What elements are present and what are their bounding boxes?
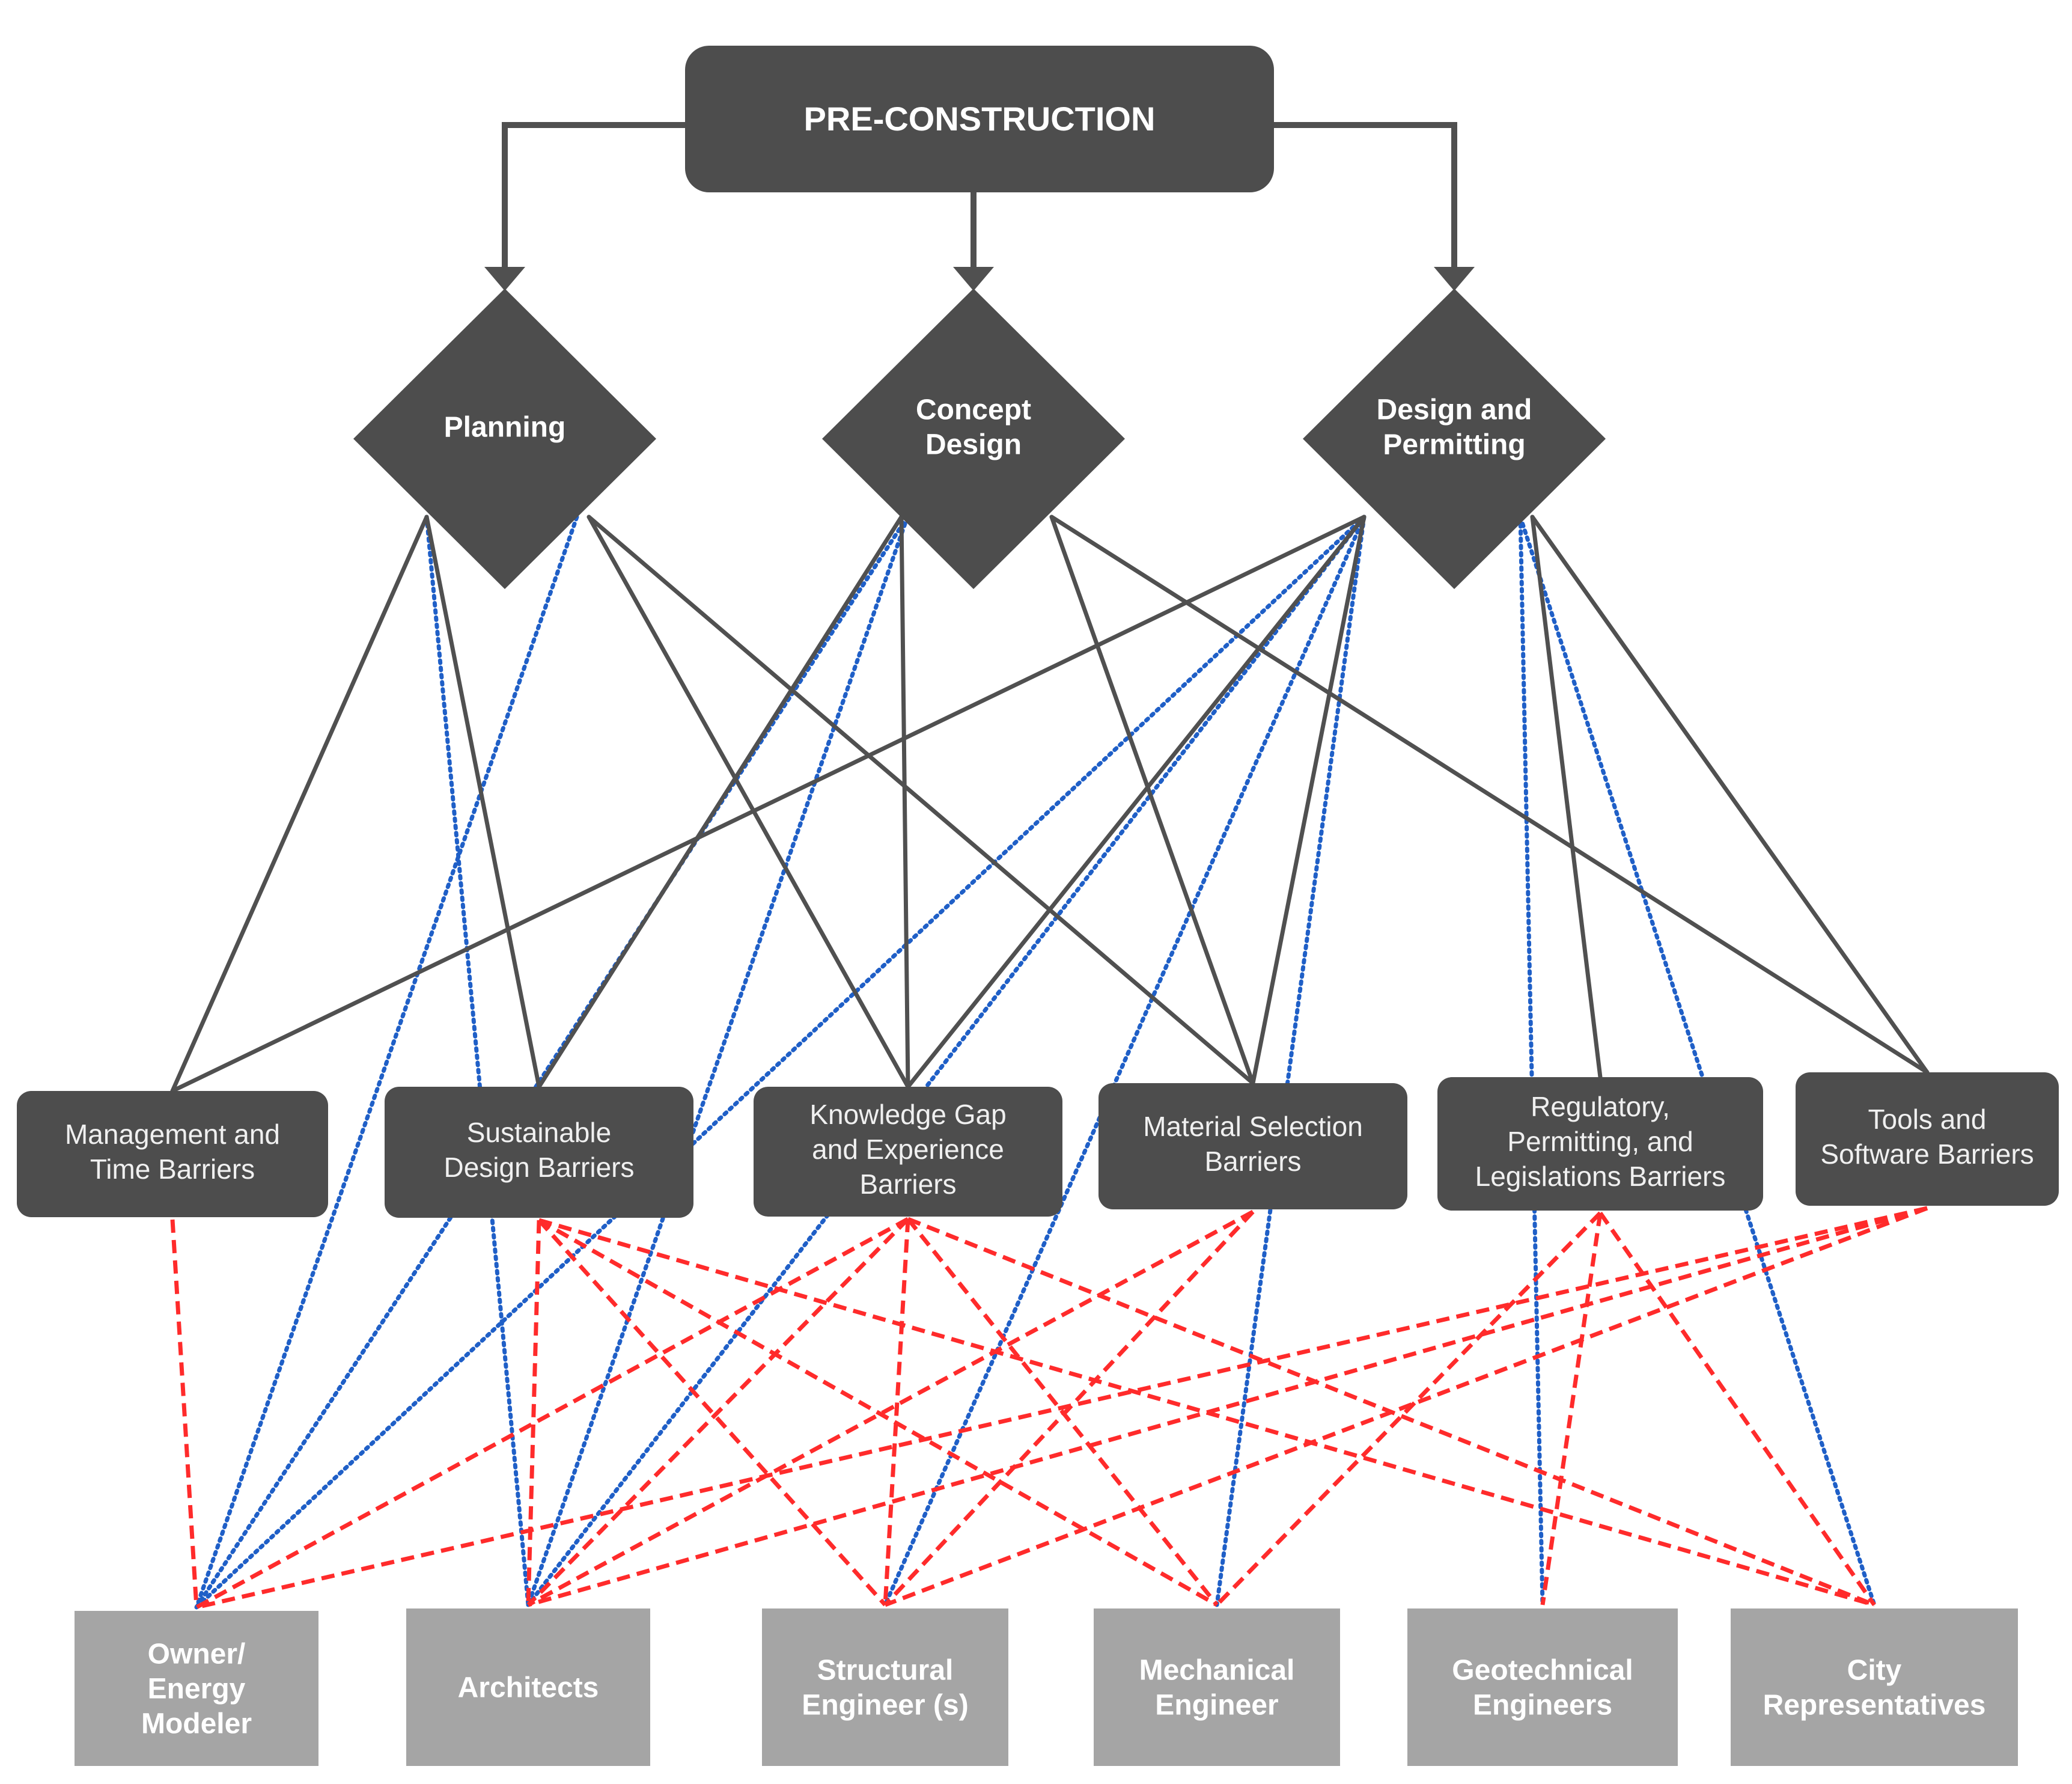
solid-link-design-know <box>906 515 1367 1089</box>
dashed-link-know-arch <box>526 1217 910 1607</box>
solid-link-planning-mgmt <box>170 515 429 1093</box>
dashed-link-tools-arch <box>528 1206 1928 1607</box>
dotted-link-design-arch <box>526 515 1367 1607</box>
dotted-link-planning-owner <box>194 515 579 1610</box>
dashed-link-mat-arch <box>527 1209 1254 1607</box>
dashed-link-sust-arch <box>526 1220 541 1605</box>
actor-node-arch: Architects <box>406 1608 650 1766</box>
pre-construction-label: PRE-CONSTRUCTION <box>804 100 1156 138</box>
actor-box-geo <box>1407 1608 1678 1766</box>
dashed-link-reg-city <box>1598 1211 1876 1607</box>
dotted-link-design-city <box>1518 515 1877 1607</box>
solid-link-concept-tools <box>1049 515 1930 1075</box>
dashed-link-sust-mech <box>538 1218 1218 1607</box>
dashed-link-tools-struct <box>884 1206 1928 1607</box>
barrier-box-tools <box>1796 1072 2059 1206</box>
dotted-link-design-geo <box>1518 515 1545 1607</box>
dashed-link-know-struct <box>883 1218 910 1605</box>
dashed-link-reg-geo <box>1540 1212 1603 1605</box>
actor-box-owner <box>75 1611 318 1766</box>
arrowhead-planning <box>484 267 525 291</box>
phase-diamond-concept <box>822 289 1125 589</box>
solid-link-planning-sust <box>424 515 541 1089</box>
actor-label-arch: Architects <box>458 1672 599 1704</box>
actor-box-struct <box>762 1608 1008 1766</box>
dashed-link-know-mech <box>906 1217 1219 1607</box>
dotted-link-concept-owner <box>194 515 910 1610</box>
dotted-link-concept-arch <box>526 515 910 1607</box>
dashed-link-layer <box>170 1206 1928 1610</box>
barrier-box-mat <box>1098 1083 1407 1209</box>
dotted-link-planning-arch <box>424 515 531 1607</box>
barrier-box-mgmt <box>17 1091 328 1217</box>
phase-diamond-design <box>1303 289 1606 589</box>
actor-box-arch <box>406 1608 650 1766</box>
barrier-box-reg <box>1437 1077 1763 1211</box>
phase-diamond-planning <box>353 289 656 589</box>
solid-link-layer <box>170 515 1930 1093</box>
actor-box-mech <box>1094 1608 1340 1766</box>
solid-link-concept-sust <box>537 515 904 1089</box>
phase-label-planning: Planning <box>444 412 566 444</box>
arrow-layer <box>484 122 1475 291</box>
solid-link-design-mgmt <box>170 515 1367 1093</box>
solid-link-planning-know <box>587 515 910 1089</box>
solid-link-concept-know <box>899 515 910 1089</box>
dotted-link-design-owner <box>194 515 1367 1610</box>
dotted-link-design-struct <box>883 515 1367 1607</box>
solid-link-concept-mat <box>1049 515 1255 1086</box>
solid-link-design-reg <box>1530 515 1603 1080</box>
pre-construction-node: PRE-CONSTRUCTION <box>685 46 1274 192</box>
arrow-pre-to-design <box>1274 122 1457 279</box>
arrowhead-concept <box>953 267 994 291</box>
barrier-box-know <box>754 1087 1062 1217</box>
dashed-link-sust-city <box>538 1218 1875 1607</box>
barrier-box-sust <box>385 1087 693 1218</box>
dashed-link-reg-mech <box>1215 1211 1602 1607</box>
phase-node-planning: Planning <box>353 289 656 589</box>
dashed-link-tools-owner <box>196 1206 1928 1610</box>
dashed-link-mat-struct <box>883 1210 1255 1607</box>
solid-link-design-mat <box>1251 515 1367 1086</box>
dashed-link-know-owner <box>195 1217 909 1610</box>
arrow-pre-to-planning <box>502 122 685 279</box>
solid-link-design-tools <box>1530 515 1930 1075</box>
solid-link-planning-mat <box>587 515 1255 1086</box>
actor-box-city <box>1731 1608 2018 1766</box>
dashed-link-sust-struct <box>537 1218 887 1607</box>
pre-construction-box <box>685 46 1274 192</box>
dashed-link-mgmt-owner <box>170 1219 199 1608</box>
arrowhead-design <box>1434 267 1475 291</box>
